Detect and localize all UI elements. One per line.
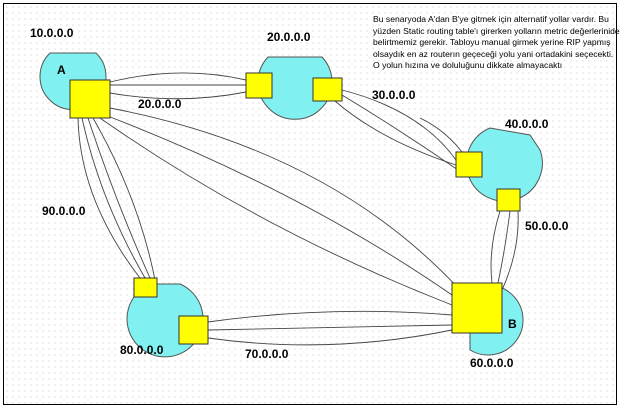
link-80-b [207,329,453,346]
link-80-b [207,324,453,331]
network-50-label: 50.0.0.0 [525,219,569,233]
network-40-cloud [465,127,543,202]
router-80-right[interactable] [178,315,209,345]
network-70-label: 70.0.0.0 [245,347,289,361]
link-80-b [207,310,453,323]
router-20-left[interactable] [245,72,273,99]
network-60-label: 60.0.0.0 [470,356,514,370]
link-20-40 [341,94,459,171]
link-a-80 [81,117,146,279]
scenario-note: Bu senaryoda A'dan B'ye gitmek için alte… [373,14,620,70]
router-40[interactable] [455,151,483,178]
link-50-b [497,210,511,284]
router-a[interactable] [69,79,111,119]
link-a-80 [92,117,157,286]
link-a-20 [109,72,247,83]
link-a-b [104,114,453,296]
link-50-b [501,210,519,291]
link-50-b [490,210,501,284]
link-40-stub [419,117,463,153]
network-30-label: 30.0.0.0 [372,88,416,102]
node-a-label: A [57,63,66,77]
router-b[interactable] [451,282,503,334]
router-20-right[interactable] [312,77,343,102]
network-20-label: 20.0.0.0 [267,30,311,44]
network-40-label: 40.0.0.0 [505,117,549,131]
link-a-b [99,117,453,306]
link-a-80 [87,117,151,279]
router-80-top[interactable] [133,277,158,298]
link-20-label: 20.0.0.0 [138,97,182,111]
network-90-label: 90.0.0.0 [42,204,86,218]
link-a-20 [109,91,247,100]
link-20-40 [341,89,457,161]
network-10-label: 10.0.0.0 [30,26,74,40]
router-50[interactable] [496,188,521,212]
link-a-b [109,107,461,291]
node-b-label: B [508,317,517,331]
link-a-80 [77,117,141,279]
network-80-label: 80.0.0.0 [120,343,164,357]
link-20-40 [334,100,457,166]
